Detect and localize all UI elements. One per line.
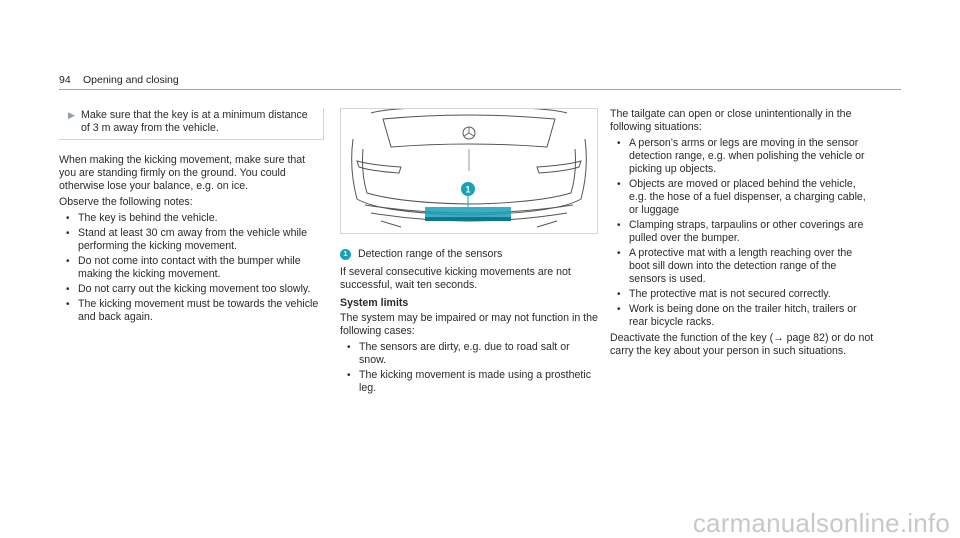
page-header: 94 Opening and closing xyxy=(59,73,901,90)
list-item: The kicking movement is made using a pro… xyxy=(340,369,598,395)
paragraph: Observe the following notes: xyxy=(59,196,193,208)
callout-marker xyxy=(461,182,475,196)
list-item: The key is behind the vehicle. xyxy=(59,212,324,225)
list-item: Objects are moved or placed behind the v… xyxy=(610,178,875,217)
section-heading: System limits xyxy=(340,297,409,309)
paragraph: If several consecutive kicking movements… xyxy=(340,266,571,291)
paragraph: When making the kicking movement, make s… xyxy=(59,154,306,192)
watermark: carmanualsonline.info xyxy=(692,508,950,538)
notice-box: ▶ Make sure that the key is at a minimum… xyxy=(59,108,324,140)
list-item: A person's arms or legs are moving in th… xyxy=(610,137,875,176)
list-item: Clamping straps, tarpaulins or other cov… xyxy=(610,219,875,245)
column-right: The tailgate can open or close unintenti… xyxy=(610,108,875,361)
list-item: Do not come into contact with the bumper… xyxy=(59,255,324,281)
page-number: 94 xyxy=(59,74,71,86)
figure-caption: 1 Detection range of the sensors xyxy=(340,248,598,261)
car-rear-illustration: 1 xyxy=(340,108,598,234)
callout-number: 1 xyxy=(465,185,470,195)
list-item: The protective mat is not secured correc… xyxy=(610,288,875,301)
list-item: Do not carry out the kicking movement to… xyxy=(59,283,324,296)
bullet-list: The sensors are dirty, e.g. due to road … xyxy=(340,341,598,395)
list-item: Work is being done on the trailer hitch,… xyxy=(610,303,875,329)
column-left: ▶ Make sure that the key is at a minimum… xyxy=(59,108,324,327)
list-item: The kicking movement must be towards the… xyxy=(59,298,324,324)
bullet-list: A person's arms or legs are moving in th… xyxy=(610,137,875,329)
section-title: Opening and closing xyxy=(83,74,179,86)
list-item: Stand at least 30 cm away from the vehic… xyxy=(59,227,324,253)
paragraph: Deactivate the function of the key (→ pa… xyxy=(610,332,874,357)
notice-text: Make sure that the key is at a minimum d… xyxy=(81,109,308,134)
list-item: The sensors are dirty, e.g. due to road … xyxy=(340,341,598,367)
caption-text: Detection range of the sensors xyxy=(358,248,503,260)
paragraph: The system may be impaired or may not fu… xyxy=(340,312,598,337)
car-rear-drawing: 1 xyxy=(351,109,587,228)
play-triangle-icon: ▶ xyxy=(68,110,75,120)
callout-badge: 1 xyxy=(340,249,351,260)
list-item: A protective mat with a length reaching … xyxy=(610,247,875,286)
column-middle: 1 1 Detection range of the sensors If se… xyxy=(340,108,598,398)
bullet-list: The key is behind the vehicle. Stand at … xyxy=(59,212,324,324)
paragraph: The tailgate can open or close unintenti… xyxy=(610,108,852,133)
